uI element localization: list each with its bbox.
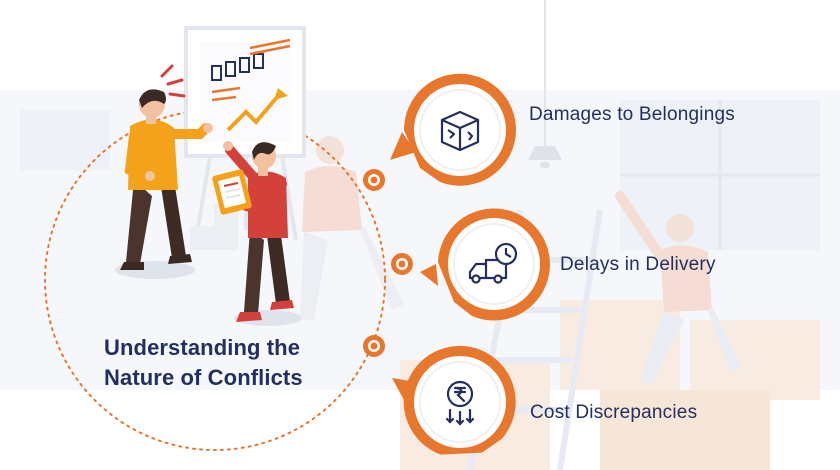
presentation-board — [184, 26, 306, 241]
orbit-node-3 — [363, 335, 385, 357]
item-label-delays: Delays in Delivery — [560, 254, 716, 275]
item-label-cost: Cost Discrepancies — [530, 402, 698, 423]
damaged-box-icon — [440, 110, 480, 152]
title-line-1: Understanding the — [104, 335, 301, 360]
badge-damages — [390, 73, 516, 186]
dotted-orbit-circle — [44, 109, 386, 451]
orbit-node-2 — [391, 253, 413, 275]
man-yellow-shirt — [120, 89, 213, 270]
man-red-shirt — [212, 141, 294, 322]
delivery-truck-clock-icon — [468, 242, 518, 284]
rupee-cost-down-icon — [445, 380, 475, 426]
alert-marks — [160, 64, 186, 98]
orbit-node-1 — [363, 169, 385, 191]
badge-cost — [392, 345, 516, 455]
badge-delays — [420, 208, 550, 321]
item-label-damages: Damages to Belongings — [529, 104, 735, 125]
stair-blocks — [190, 204, 238, 250]
title-line-2: Nature of Conflicts — [104, 365, 303, 390]
